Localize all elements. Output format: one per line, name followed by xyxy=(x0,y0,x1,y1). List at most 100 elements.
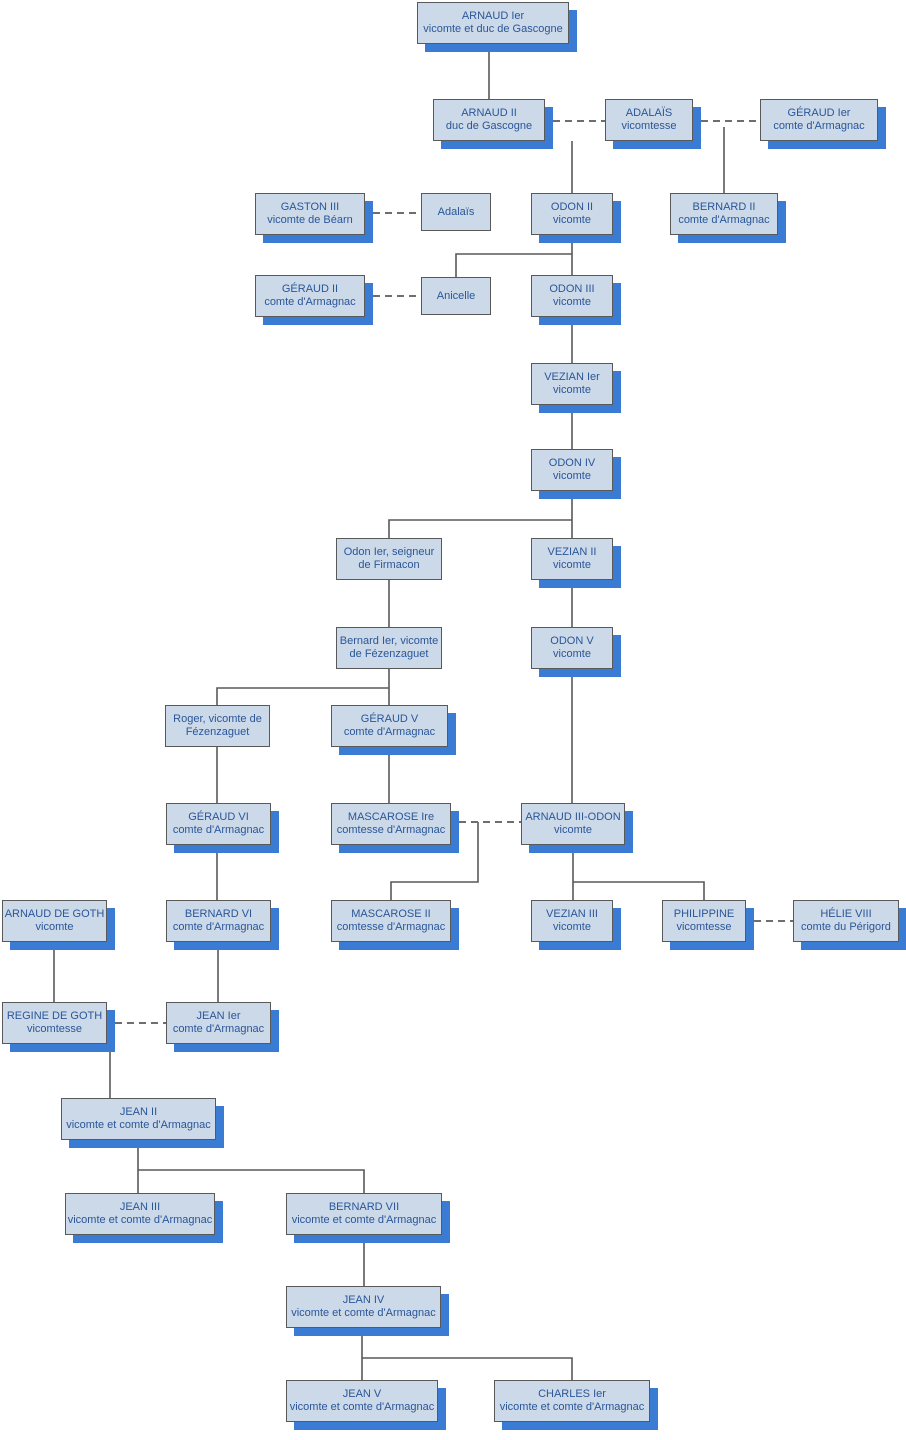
person-title: vicomte xyxy=(553,384,591,396)
person-name: ODON IV xyxy=(548,457,596,469)
descent-line xyxy=(455,253,572,277)
person-name: BERNARD VII xyxy=(328,1201,400,1213)
person-name: GÉRAUD VI xyxy=(188,811,249,823)
person-name: JEAN II xyxy=(119,1106,158,1118)
person-title: Fézenzaguet xyxy=(185,726,250,738)
person-name: ARNAUD II xyxy=(461,107,517,119)
person-name: MASCAROSE Ire xyxy=(347,811,435,823)
person-title: vicomtesse xyxy=(621,120,677,132)
person-name: BERNARD II xyxy=(692,201,756,213)
person-name: Roger, vicomte de xyxy=(173,713,262,725)
person-title: vicomte et comte d'Armagnac xyxy=(289,1401,435,1413)
person-node[interactable]: Adalaïs xyxy=(421,193,491,231)
person-node[interactable]: Anicelle xyxy=(421,277,491,315)
person-title: vicomte xyxy=(553,921,591,933)
person-name: GÉRAUD Ier xyxy=(787,107,851,119)
person-title: vicomte xyxy=(35,921,74,933)
person-name: ARNAUD Ier xyxy=(461,10,525,22)
person-name: VEZIAN III xyxy=(546,908,598,920)
person-name: JEAN IV xyxy=(342,1294,385,1306)
person-name: PHILIPPINE xyxy=(673,908,735,920)
person-title: comte d'Armagnac xyxy=(172,921,265,933)
person-title: comte d'Armagnac xyxy=(172,824,265,836)
person-title: vicomte xyxy=(554,824,592,836)
person-title: comte d'Armagnac xyxy=(678,214,770,226)
person-name: ADALAÏS xyxy=(625,107,673,119)
person-title: comte du Périgord xyxy=(801,921,891,933)
person-name: JEAN Ier xyxy=(196,1010,241,1022)
person-name: JEAN III xyxy=(119,1201,161,1213)
person-name: CHARLES Ier xyxy=(538,1388,606,1400)
person-title: vicomte et comte d'Armagnac xyxy=(291,1214,437,1226)
person-name: VEZIAN II xyxy=(547,546,597,558)
person-name: ODON II xyxy=(550,201,594,213)
person-name: MASCAROSE II xyxy=(351,908,431,920)
person-title: vicomte xyxy=(553,559,591,571)
person-name: HÉLIE VIII xyxy=(820,908,872,920)
marriage-connectors xyxy=(115,120,793,1024)
person-name: VEZIAN Ier xyxy=(544,371,600,383)
person-title: vicomtesse xyxy=(26,1023,83,1035)
person-title: de Fézenzaguet xyxy=(349,648,429,660)
person-title: vicomte et comte d'Armagnac xyxy=(66,1119,211,1131)
person-name: ARNAUD DE GOTH xyxy=(4,908,105,920)
person-name: JEAN V xyxy=(342,1388,382,1400)
descent-line xyxy=(388,519,572,538)
person-title: vicomte xyxy=(553,648,591,660)
person-name: GÉRAUD II xyxy=(281,283,339,295)
person-title: vicomte et duc de Gascogne xyxy=(423,23,563,35)
person-title: comtesse d'Armagnac xyxy=(336,824,446,836)
person-title: vicomte xyxy=(553,214,591,226)
person-title: vicomtesse xyxy=(676,921,732,933)
person-name: ODON V xyxy=(550,635,594,647)
descent-line xyxy=(573,881,705,900)
person-title: comte d'Armagnac xyxy=(343,726,436,738)
person-title: vicomte et comte d'Armagnac xyxy=(291,1307,436,1319)
person-name: Odon Ier, seigneur xyxy=(343,546,435,558)
person-name: ODON III xyxy=(549,283,595,295)
person-title: vicomte xyxy=(553,470,591,482)
person-title: vicomte et comte d'Armagnac xyxy=(67,1214,213,1226)
descent-line xyxy=(138,1169,365,1193)
person-title: vicomte et comte d'Armagnac xyxy=(499,1401,645,1413)
person-title: comtesse d'Armagnac xyxy=(336,921,446,933)
person-name: ARNAUD III-ODON xyxy=(525,811,621,823)
person-title: duc de Gascogne xyxy=(445,120,533,132)
person-name: Adalaïs xyxy=(437,205,475,218)
